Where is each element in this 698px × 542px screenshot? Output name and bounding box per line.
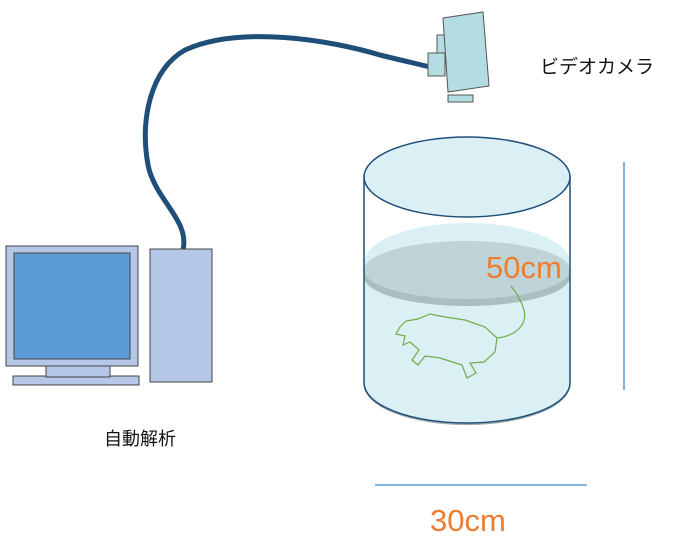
monitor-screen <box>13 252 131 360</box>
platform <box>364 241 570 299</box>
height-label: 50cm <box>486 250 562 285</box>
computer-tower-icon <box>149 248 213 383</box>
tank-rim <box>363 136 571 218</box>
camera-body <box>442 11 490 93</box>
diameter-label: 30cm <box>430 503 506 538</box>
camera-label: ビデオカメラ <box>540 56 655 78</box>
rat-body <box>395 313 498 379</box>
water-tank <box>363 136 571 425</box>
camera-lens <box>427 52 446 77</box>
tank-walls <box>363 175 571 424</box>
rat-tail <box>496 285 526 339</box>
monitor-stand <box>45 365 111 378</box>
video-camera-icon <box>427 11 490 103</box>
camera-mount <box>447 94 474 103</box>
rat-icon <box>395 285 526 379</box>
analysis-label: 自動解析 <box>104 429 176 450</box>
computer-monitor-icon <box>5 245 140 386</box>
camera-cable <box>142 34 433 253</box>
